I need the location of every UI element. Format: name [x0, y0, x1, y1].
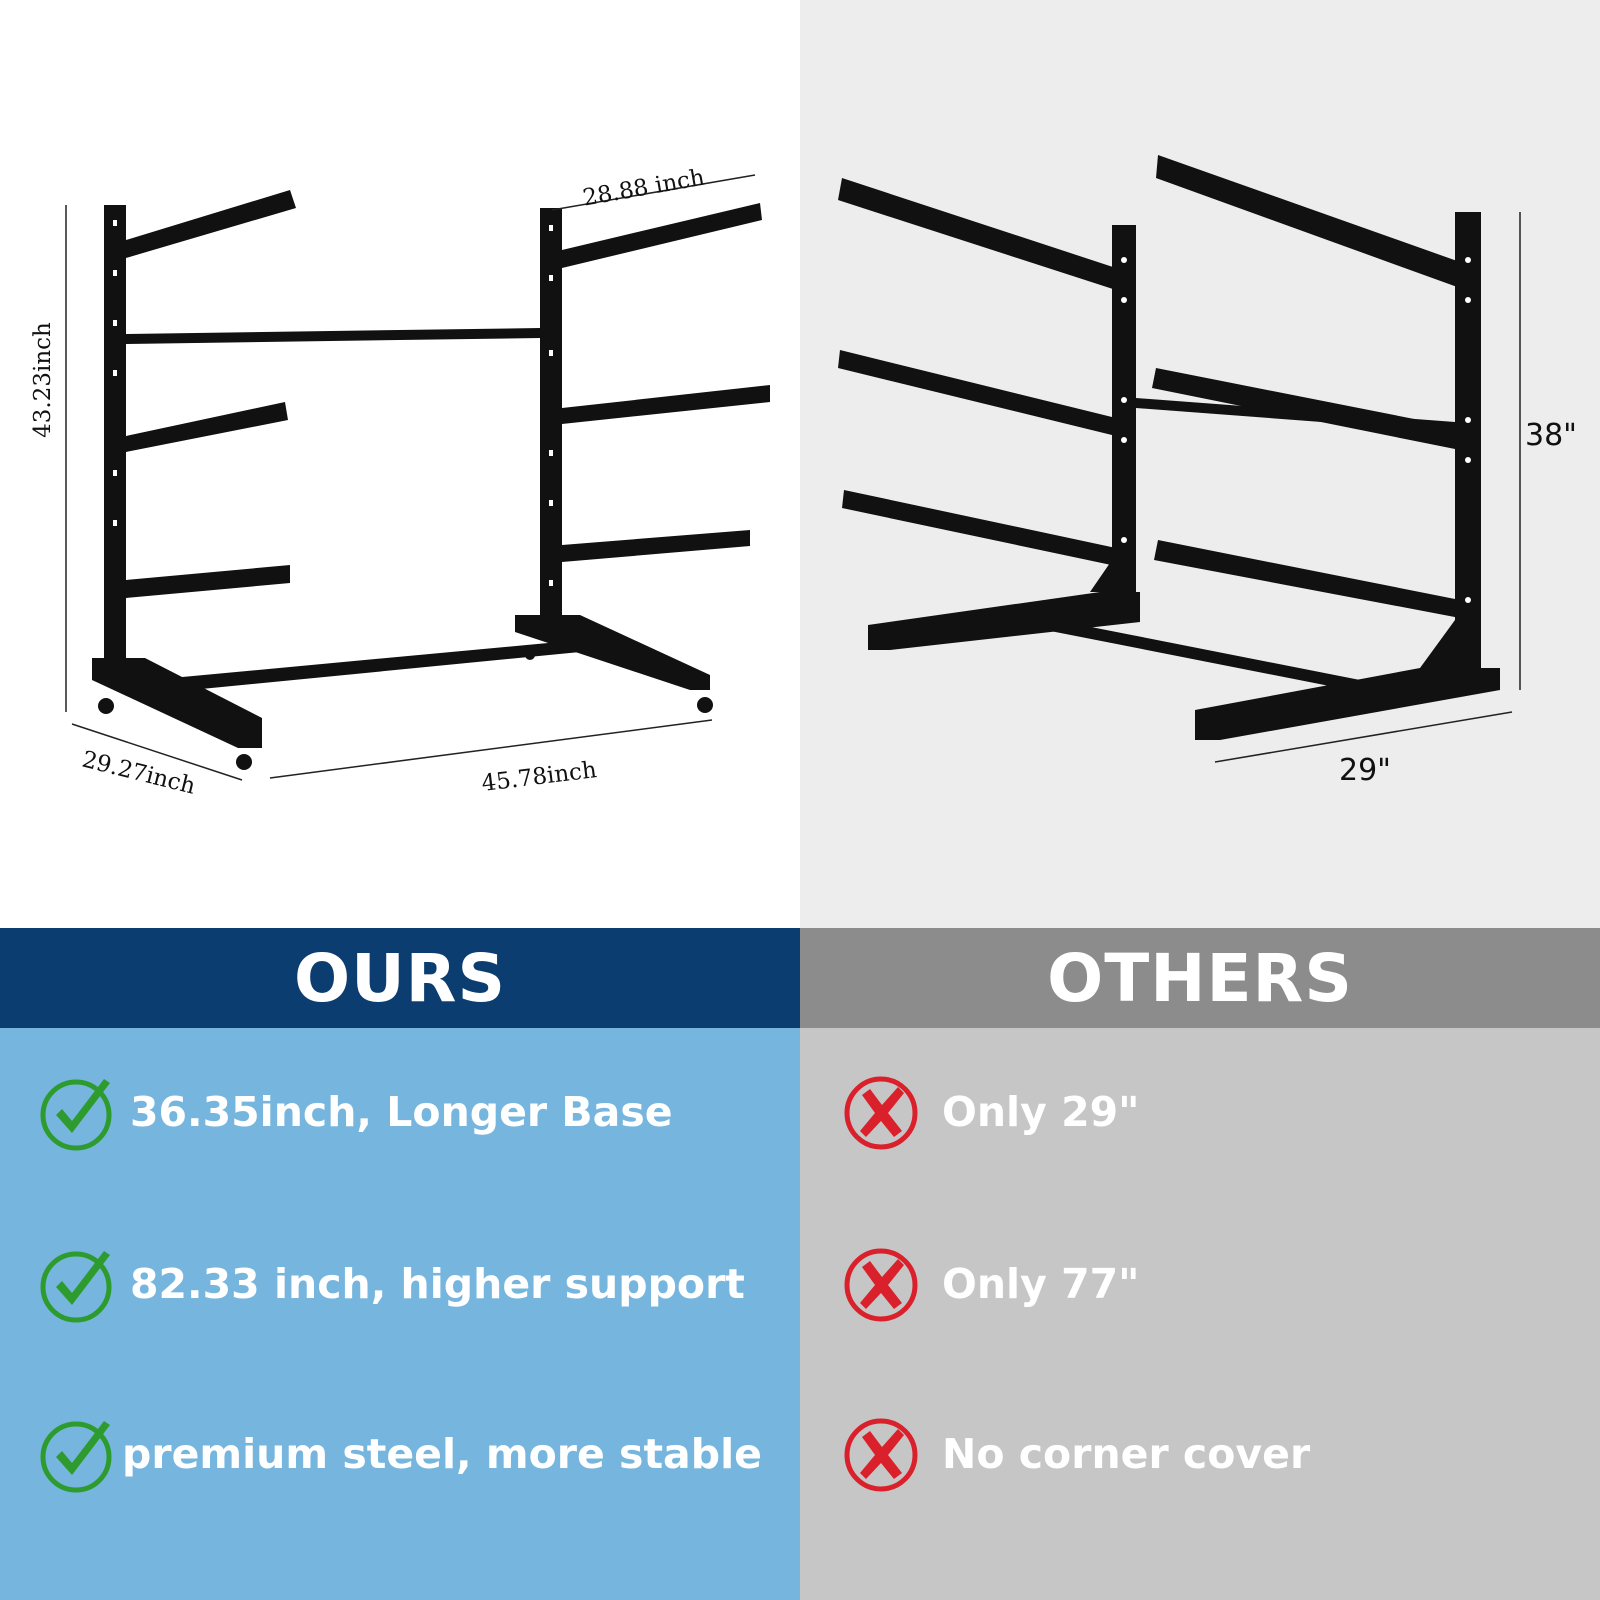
others-feature-text: Only 77": [942, 1260, 1140, 1308]
cross-icon: [844, 1418, 918, 1492]
ours-product-image: 43.23inch 28.88 inch 29.27inch 45.78inch: [0, 0, 800, 928]
others-feature-item: No corner cover: [842, 1414, 1310, 1494]
check-icon: [40, 1251, 112, 1323]
check-icon: [40, 1421, 112, 1493]
others-feature-item: Only 77": [842, 1244, 1140, 1324]
ours-feature-item: 36.35inch, Longer Base: [38, 1072, 673, 1152]
others-rack-drawing: 38" 29": [838, 155, 1577, 788]
others-heading: OTHERS: [1047, 939, 1353, 1017]
ours-height-label: 43.23inch: [30, 322, 56, 438]
ours-heading: OURS: [293, 939, 507, 1017]
others-feature-list: Only 29" Only 77" No corner cover: [800, 1028, 1600, 1600]
ours-feature-text: 82.33 inch, higher support: [130, 1260, 745, 1308]
ours-width-label: 45.78inch: [480, 757, 598, 797]
ours-feature-list: 36.35inch, Longer Base 82.33 inch, highe…: [0, 1028, 800, 1600]
ours-header: OURS: [0, 928, 800, 1028]
check-icon: [40, 1079, 112, 1151]
ours-rack-drawing: 43.23inch 28.88 inch 29.27inch 45.78inch: [30, 165, 770, 800]
others-header: OTHERS: [800, 928, 1600, 1028]
cross-icon: [844, 1076, 918, 1150]
ours-feature-text: 36.35inch, Longer Base: [130, 1088, 673, 1136]
others-product-image: 38" 29": [800, 0, 1600, 928]
ours-arm-length-label: 28.88 inch: [581, 165, 707, 212]
others-height-label: 38": [1525, 418, 1577, 453]
others-feature-text: Only 29": [942, 1088, 1140, 1136]
ours-depth-label: 29.27inch: [79, 747, 198, 800]
ours-feature-item: 82.33 inch, higher support: [38, 1244, 745, 1324]
others-depth-label: 29": [1339, 753, 1391, 788]
cross-icon: [844, 1248, 918, 1322]
others-feature-item: Only 29": [842, 1072, 1140, 1152]
ours-feature-text: premium steel, more stable: [122, 1430, 762, 1478]
others-feature-text: No corner cover: [942, 1430, 1311, 1478]
ours-feature-item: premium steel, more stable: [38, 1414, 762, 1494]
